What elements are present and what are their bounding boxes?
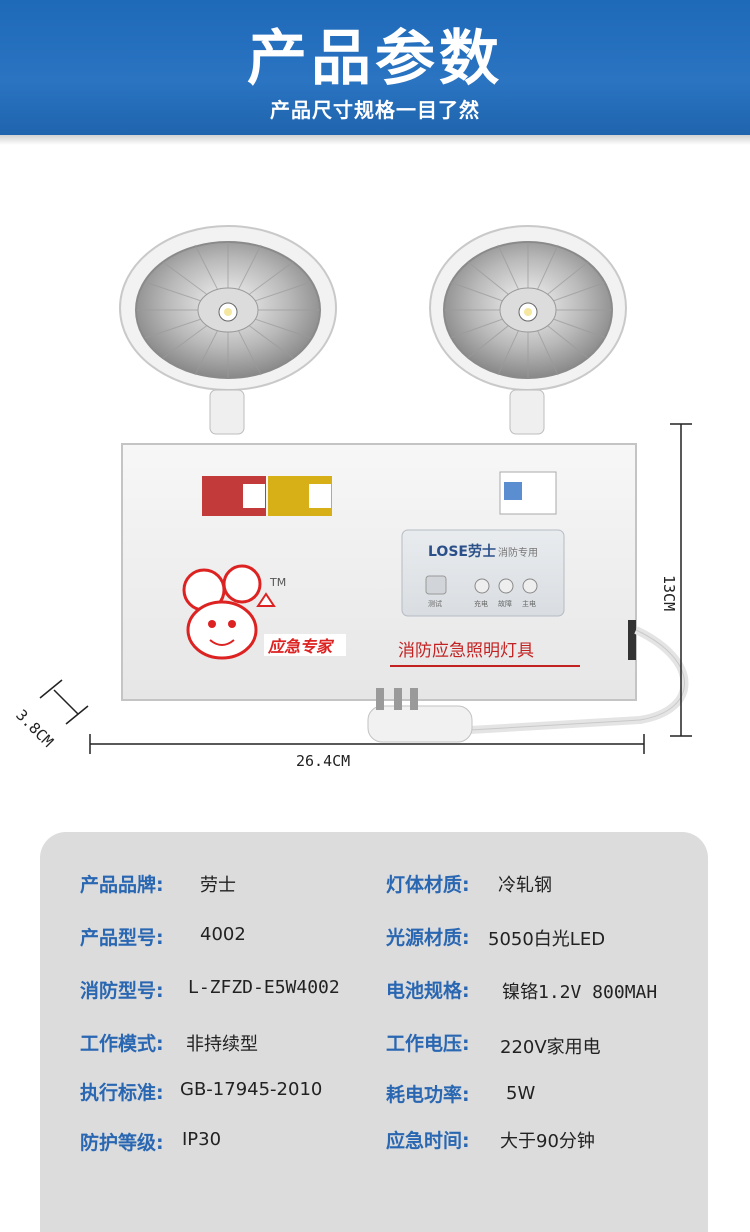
spec-label-brand: 产品品牌: [80, 874, 164, 896]
spec-label-fire-model: 消防型号: [80, 980, 164, 1002]
spec-label-light-source: 光源材质: [386, 927, 470, 949]
panel-tag: 消防专用 [498, 546, 538, 559]
spec-value-model: 4002 [200, 924, 246, 945]
left-lamp-head [119, 225, 337, 435]
spec-label-material: 灯体材质: [386, 874, 470, 896]
lamp-body: LOSE劳士 消防专用 测试 充电 故障 主电 消防应急照明灯具 TM 应急专家 [121, 443, 637, 701]
right-lamp-head [429, 225, 627, 435]
spec-value-power: 5W [506, 1083, 536, 1104]
dimension-lines [39, 423, 692, 754]
product-image: LOSE劳士 消防专用 测试 充电 故障 主电 消防应急照明灯具 TM 应急专家 [39, 225, 692, 754]
button-label-test: 测试 [428, 599, 442, 608]
spec-value-battery: 镍铬1.2V 800MAH [502, 982, 658, 1003]
power-plug [367, 626, 689, 743]
spec-value-voltage: 220V家用电 [500, 1037, 601, 1058]
spec-value-brand: 劳士 [200, 875, 236, 896]
spec-label-standard: 执行标准: [80, 1082, 164, 1104]
spec-value-standard: GB-17945-2010 [180, 1079, 323, 1100]
page-title: 产品参数 [247, 24, 503, 94]
height-dimension: 13CM [660, 575, 678, 612]
button-label-mains: 主电 [522, 599, 536, 608]
spec-value-fire-model: L-ZFZD-E5W4002 [188, 977, 340, 998]
spec-value-light-source: 5050白光LED [488, 929, 606, 950]
spec-label-power: 耗电功率: [386, 1084, 470, 1106]
spec-value-protection: IP30 [182, 1129, 222, 1150]
product-label-text: 消防应急照明灯具 [398, 641, 534, 661]
title-banner: 产品参数 产品尺寸规格一目了然 [0, 0, 750, 135]
spec-label-model: 产品型号: [80, 927, 164, 949]
spec-panel: 产品品牌: 劳士 灯体材质: 冷轧钢 产品型号: 4002 光源材质: 5050… [40, 832, 708, 1232]
button-label-fault: 故障 [498, 599, 512, 608]
width-dimension: 26.4CM [296, 752, 351, 770]
trademark-label: TM [269, 576, 286, 589]
mascot-image: TM 应急专家 [182, 564, 346, 660]
button-label-charge: 充电 [474, 599, 488, 608]
spec-label-battery: 电池规格: [386, 980, 470, 1002]
page-subtitle: 产品尺寸规格一目了然 [270, 98, 480, 122]
spec-label-emergency-time: 应急时间: [386, 1130, 470, 1152]
spec-label-protection: 防护等级: [80, 1132, 164, 1154]
spec-value-emergency-time: 大于90分钟 [500, 1131, 595, 1152]
mascot-text: 应急专家 [267, 637, 335, 656]
spec-label-voltage: 工作电压: [386, 1033, 470, 1055]
brand-logo: LOSE劳士 [428, 543, 496, 560]
spec-label-work-mode: 工作模式: [80, 1033, 164, 1055]
spec-value-material: 冷轧钢 [498, 875, 552, 896]
banner-shadow [0, 135, 750, 145]
spec-value-work-mode: 非持续型 [186, 1034, 258, 1055]
